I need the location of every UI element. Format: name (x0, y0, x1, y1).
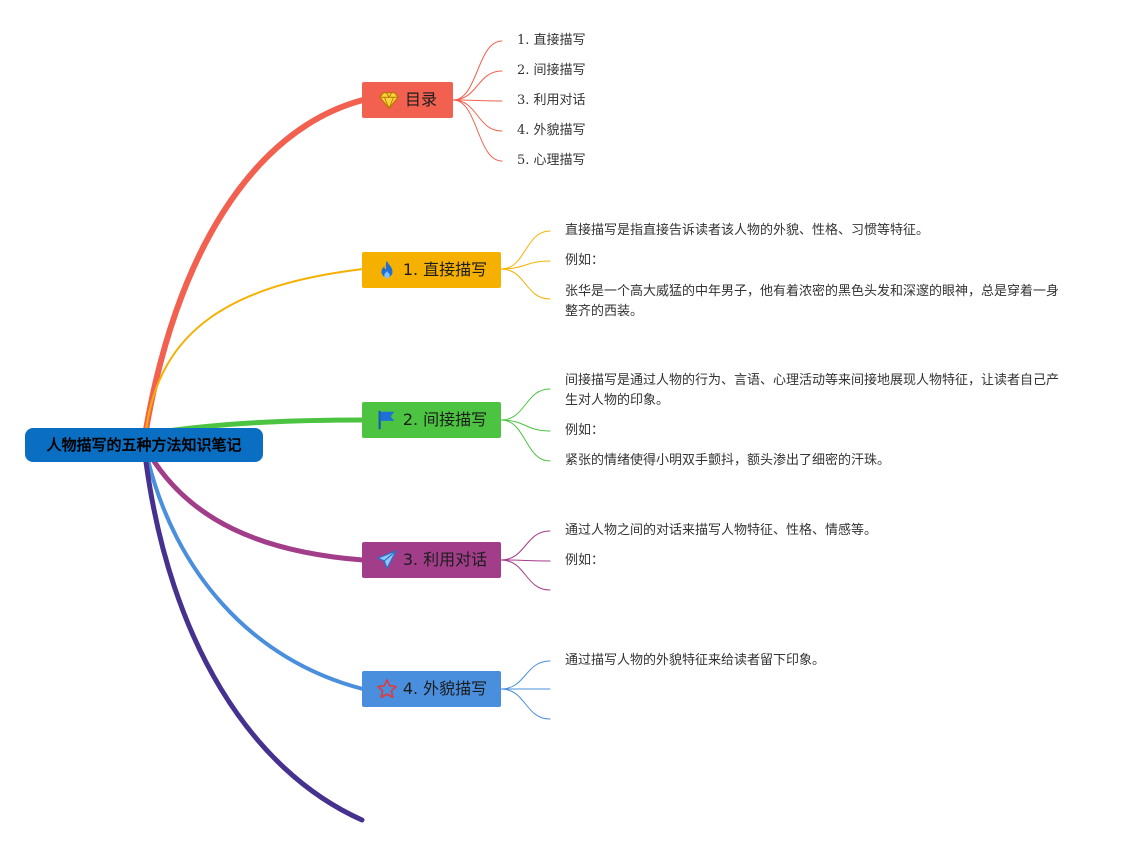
appearance-definition[interactable]: 通过描写人物的外貌特征来给读者留下印象。 (565, 653, 826, 668)
indirect-definition[interactable]: 间接描写是通过人物的行为、言语、心理活动等来间接地展现人物特征，让读者自己产生对… (565, 373, 1060, 408)
flame-icon (376, 259, 398, 281)
branch-toc (143, 97, 366, 433)
dialogue-example-label[interactable]: 例如： (565, 553, 605, 568)
fan-appearance (500, 688, 551, 720)
fan-toc (452, 70, 503, 101)
fan-toc (452, 99, 503, 102)
fan-dialogue (500, 559, 551, 591)
topic-toc[interactable]: 目录 (362, 82, 453, 118)
toc-item[interactable]: 4. 外貌描写 (517, 123, 586, 138)
toc-item[interactable]: 3. 利用对话 (517, 93, 586, 108)
paper-plane-icon (376, 549, 398, 571)
star-icon (376, 678, 398, 700)
root-topic[interactable]: 人物描写的五种方法知识笔记 (25, 428, 263, 462)
fan-toc (452, 99, 503, 132)
toc-item[interactable]: 1. 直接描写 (517, 33, 586, 48)
topic-label: 3. 利用对话 (402, 550, 488, 569)
fan-dialogue (500, 530, 551, 561)
fan-dialogue (500, 559, 551, 562)
branch-psychology (143, 459, 365, 823)
fan-indirect (500, 419, 551, 462)
topic-indirect[interactable]: 2. 间接描写 (362, 402, 501, 438)
direct-example-label[interactable]: 例如： (565, 253, 605, 268)
branch-appearance (146, 458, 365, 691)
direct-definition[interactable]: 直接描写是指直接告诉读者该人物的外貌、性格、习惯等特征。 (565, 223, 930, 238)
branch-direct (145, 268, 364, 431)
fan-direct (500, 230, 551, 270)
fan-appearance (500, 660, 551, 690)
toc-item[interactable]: 5. 心理描写 (517, 153, 586, 168)
topic-label: 1. 直接描写 (402, 260, 488, 279)
fan-direct (500, 268, 551, 300)
topic-label: 目录 (404, 90, 437, 109)
topic-direct[interactable]: 1. 直接描写 (362, 252, 501, 288)
fan-toc (452, 40, 503, 101)
toc-item[interactable]: 2. 间接描写 (517, 63, 586, 78)
dialogue-definition[interactable]: 通过人物之间的对话来描写人物特征、性格、情感等。 (565, 523, 878, 538)
topic-label: 4. 外貌描写 (402, 679, 488, 698)
topic-appearance[interactable]: 4. 外貌描写 (362, 671, 501, 707)
indirect-example[interactable]: 紧张的情绪使得小明双手颤抖，额头渗出了细密的汗珠。 (565, 453, 891, 468)
branch-dialogue (147, 452, 366, 563)
flag-icon (376, 409, 398, 431)
topic-label: 2. 间接描写 (402, 410, 488, 429)
fan-indirect (500, 388, 551, 421)
topic-dialogue[interactable]: 3. 利用对话 (362, 542, 501, 578)
fan-direct (500, 260, 551, 270)
indirect-example-label[interactable]: 例如： (565, 423, 605, 438)
direct-example[interactable]: 张华是一个高大威猛的中年男子，他有着浓密的黑色头发和深邃的眼神，总是穿着一身整齐… (565, 284, 1060, 319)
fan-toc (452, 99, 503, 162)
diamond-icon (378, 89, 400, 111)
